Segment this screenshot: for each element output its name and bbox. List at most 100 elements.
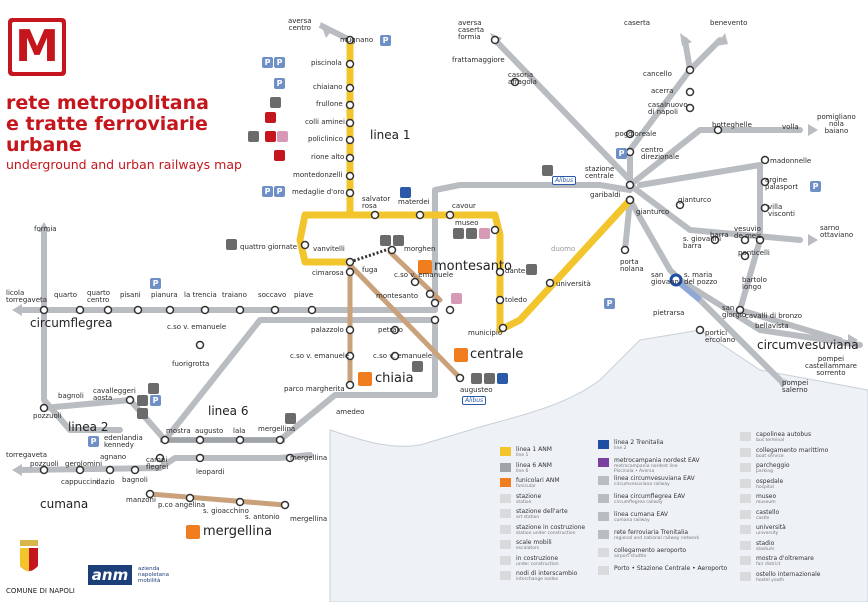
station-quarto[interactable]: quarto <box>54 291 78 299</box>
station-cso-ve-4[interactable]: c.so v. emanuele <box>373 352 433 360</box>
station-frullone[interactable]: frullone <box>316 100 343 108</box>
station-s-giovanni-barra[interactable]: s. giovanni barra <box>683 235 722 250</box>
station-dot[interactable] <box>713 125 723 135</box>
station-aversa-centro[interactable]: aversa centro <box>288 17 312 32</box>
interchange-node-san-giovanni[interactable] <box>669 273 683 287</box>
station-s-gioacchino[interactable]: s. gioacchino <box>203 507 249 515</box>
station-pompei-sorrento[interactable]: pompei castellammare sorrento <box>805 355 857 377</box>
station-argine-palasport[interactable]: argine palasport <box>765 176 798 191</box>
station-dot[interactable] <box>235 435 245 445</box>
station-dot[interactable] <box>195 453 205 463</box>
station-s-antonio[interactable]: s. antonio <box>245 513 280 521</box>
station-bagnoli-cumana[interactable]: bagnoli <box>122 476 148 484</box>
station-dot[interactable] <box>495 295 505 305</box>
station-porta-nolana[interactable]: porta nolana <box>620 258 644 273</box>
station-piscinola[interactable]: piscinola <box>311 59 342 67</box>
station-frattamaggiore[interactable]: frattamaggiore <box>452 56 505 64</box>
station-dot[interactable] <box>740 235 750 245</box>
station-dot[interactable] <box>345 153 355 163</box>
station-dot[interactable] <box>685 103 695 113</box>
station-montedonzelli[interactable]: montedonzelli <box>293 171 343 179</box>
station-dot[interactable] <box>130 465 140 475</box>
station-dot[interactable] <box>145 489 155 499</box>
station-dot[interactable] <box>490 225 500 235</box>
station-mostra[interactable]: mostra <box>166 427 191 435</box>
station-centro-direzionale[interactable]: centro direzionale <box>641 146 680 161</box>
station-amedeo[interactable]: amedeo <box>336 408 365 416</box>
station-dot[interactable] <box>445 305 455 315</box>
station-pianura[interactable]: pianura <box>151 291 178 299</box>
station-dot[interactable] <box>39 465 49 475</box>
station-cavalleggeri[interactable]: cavalleggeri aosta <box>93 387 136 402</box>
station-augusteo[interactable]: augusteo <box>460 386 493 394</box>
station-gianturco[interactable]: gianturco <box>636 208 670 216</box>
station-dot[interactable] <box>345 325 355 335</box>
station-cso-ve-2[interactable]: c.so v. emanuele <box>394 271 454 279</box>
station-palazzolo[interactable]: palazzolo <box>311 326 344 334</box>
station-pisani[interactable]: pisani <box>120 291 141 299</box>
station-mugnano[interactable]: mugnano <box>340 36 374 44</box>
station-dot[interactable] <box>235 305 245 315</box>
station-pompei-salerno[interactable]: pompei salerno <box>782 379 809 394</box>
station-dot[interactable] <box>345 257 355 267</box>
station-caserta[interactable]: caserta <box>624 19 651 27</box>
station-municipio[interactable]: municipio <box>468 329 503 337</box>
station-torregaveta[interactable]: torregaveta <box>6 451 48 459</box>
station-pozzuoli-cumana[interactable]: pozzuoli <box>30 460 59 468</box>
station-dot[interactable] <box>430 298 440 308</box>
station-bartolo-longo[interactable]: bartolo longo <box>742 276 767 291</box>
station-dot[interactable] <box>345 35 355 45</box>
station-dot[interactable] <box>760 203 770 213</box>
station-mergellina-funi[interactable]: mergellina <box>290 515 328 523</box>
station-quarto-centro[interactable]: quarto centro <box>87 289 111 304</box>
station-dot[interactable] <box>390 325 400 335</box>
station-campi-flegrei[interactable]: campi flegrei <box>146 456 169 471</box>
station-villa-visconti[interactable]: villa visconti <box>768 203 795 218</box>
station-portici-ercolano[interactable]: portici ercolano <box>705 329 736 344</box>
station-dot[interactable] <box>345 380 355 390</box>
station-casalnuovo[interactable]: casalnuovo di napoli <box>648 101 688 116</box>
station-dot[interactable] <box>675 200 685 210</box>
station-dot[interactable] <box>345 100 355 110</box>
station-cavour[interactable]: cavour <box>452 202 476 210</box>
station-gianturco-2[interactable]: gianturco <box>678 196 712 204</box>
station-materdei[interactable]: materdei <box>398 198 430 206</box>
station-poggioreale[interactable]: poggioreale <box>615 130 657 138</box>
station-sarno-ottaviano[interactable]: sarno ottaviano <box>820 224 854 239</box>
station-dazio[interactable]: dazio <box>96 478 115 486</box>
station-dot[interactable] <box>285 453 295 463</box>
station-bellavista[interactable]: bellavista <box>755 322 789 330</box>
station-cavalli-di-bronzo[interactable]: cavalli di bronzo <box>745 312 803 320</box>
station-traiano[interactable]: traiano <box>222 291 247 299</box>
station-colli-aminei[interactable]: colli aminei <box>305 118 345 126</box>
station-dot[interactable] <box>125 395 135 405</box>
station-dot[interactable] <box>490 35 500 45</box>
station-salvator-rosa[interactable]: salvator rosa <box>362 195 391 210</box>
station-dot[interactable] <box>155 453 165 463</box>
station-volla[interactable]: volla <box>782 123 799 131</box>
station-la-trencia[interactable]: la trencia <box>184 291 217 299</box>
station-chiaiano[interactable]: chiaiano <box>313 83 343 91</box>
station-dot[interactable] <box>760 155 770 165</box>
station-dot[interactable] <box>370 210 380 220</box>
station-dot[interactable] <box>307 305 317 315</box>
station-parco-margherita[interactable]: parco margherita <box>284 385 345 393</box>
station-madonnelle[interactable]: madonnelle <box>770 157 812 165</box>
station-soccavo[interactable]: soccavo <box>258 291 287 299</box>
station-dot[interactable] <box>430 315 440 325</box>
station-cimarosa[interactable]: cimarosa <box>312 269 344 277</box>
station-fuga[interactable]: fuga <box>362 266 378 274</box>
station-dot[interactable] <box>195 435 205 445</box>
station-casoria-afragola[interactable]: casoria afragola <box>508 71 537 86</box>
station-dot[interactable] <box>133 305 143 315</box>
station-dot[interactable] <box>498 323 508 333</box>
station-leopardi[interactable]: leopardi <box>196 468 225 476</box>
station-dot[interactable] <box>455 373 465 383</box>
station-dot[interactable] <box>75 465 85 475</box>
station-dot[interactable] <box>75 305 85 315</box>
station-bagnoli[interactable]: bagnoli <box>58 392 84 400</box>
station-formia[interactable]: formia <box>34 225 57 233</box>
station-dot[interactable] <box>760 177 770 187</box>
station-dot[interactable] <box>345 267 355 277</box>
station-dot[interactable] <box>755 235 765 245</box>
